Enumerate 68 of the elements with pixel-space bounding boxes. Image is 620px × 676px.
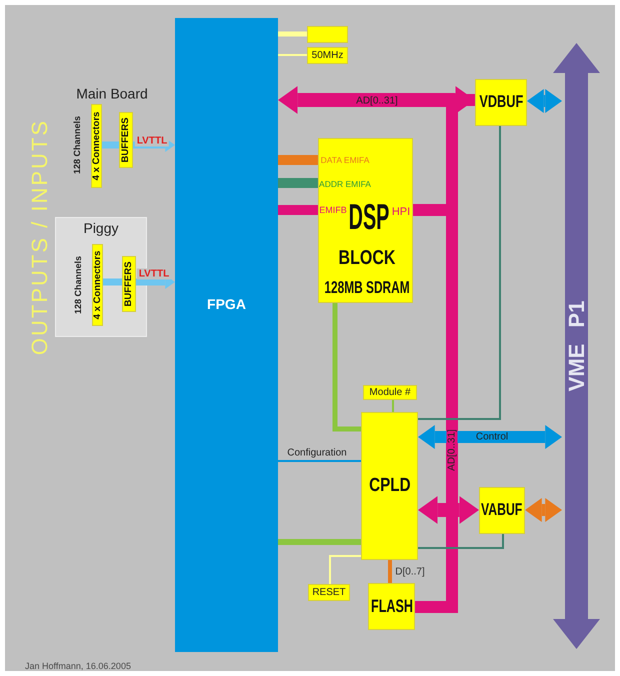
component-label: FLASH (370, 596, 412, 616)
component-box (92, 244, 103, 326)
side-label: OUTPUTS / INPUTS (28, 118, 52, 356)
connector-line (278, 54, 307, 56)
connector-line (418, 534, 504, 549)
edge-label: D[0..7] (393, 566, 427, 578)
connector-line (329, 555, 361, 584)
component-box (368, 583, 415, 630)
connector-line (278, 460, 361, 462)
connector-line (278, 539, 361, 545)
component-box (475, 79, 527, 126)
component-label: 50MHz (312, 50, 344, 61)
board-heading: Main Board (76, 86, 148, 102)
panel-heading: Piggy (83, 221, 119, 236)
component-label: FPGA (207, 297, 246, 313)
component-label: DSP (348, 197, 390, 237)
bus-arrow (418, 496, 479, 524)
component-box (91, 104, 102, 188)
component-label: BUFFERS (124, 262, 134, 306)
connector-line (332, 303, 361, 432)
channel-count-label: 128 Channels (73, 116, 83, 174)
edge-label: LVTTL (136, 268, 172, 280)
connector-line (278, 155, 318, 165)
component-label: VABUF (481, 501, 523, 520)
component-box (361, 412, 418, 560)
port-label: ADDR EMIFA (319, 180, 371, 190)
arrow (418, 425, 562, 449)
bus-arrow-shape (553, 43, 600, 649)
arrow (527, 89, 562, 113)
component-label: RESET (312, 587, 346, 598)
component-label: VDBUF (479, 93, 523, 112)
channel-count-label: 128 Channels (74, 256, 84, 314)
author-note: Jan Hoffmann, 16.06.2005 (25, 662, 131, 672)
port-label: DATA EMIFA (320, 156, 370, 166)
component-label: 4 x Connectors (91, 112, 102, 180)
box (307, 26, 348, 43)
connector-line (278, 178, 318, 188)
component-box (363, 385, 417, 400)
component-label: BLOCK (338, 247, 396, 269)
component-label: 128MB SDRAM (324, 279, 410, 298)
fpga-block (175, 18, 278, 652)
connector-line (418, 126, 501, 420)
component-box (308, 584, 350, 601)
port-label: HPI (392, 206, 410, 218)
component-label: BUFFERS (120, 118, 132, 162)
arrow (133, 138, 175, 152)
port-label: EMIFB (319, 206, 347, 216)
connector-line (102, 142, 119, 148)
edge-label: AD[0..31] (354, 96, 400, 106)
component-label: 4 x Connectors (92, 250, 103, 320)
edge-label: LVTTL (134, 136, 170, 146)
arrow (525, 498, 562, 522)
component-box (122, 256, 136, 312)
component-box (119, 112, 133, 168)
connector-line (278, 32, 307, 36)
edge-label: Configuration (285, 448, 349, 458)
component-box (318, 138, 413, 303)
component-box (307, 47, 348, 64)
connector-line (388, 560, 392, 583)
component-label: CPLD (368, 476, 410, 496)
connector-line (102, 278, 122, 286)
connector-line (278, 205, 318, 215)
component-label: VME P1 (564, 300, 589, 392)
connector-line (392, 400, 394, 412)
component-box (479, 487, 525, 534)
edge-label: AD[0..31] (446, 427, 458, 473)
edge-label: Control (474, 432, 510, 442)
component-label: Module # (369, 387, 411, 398)
